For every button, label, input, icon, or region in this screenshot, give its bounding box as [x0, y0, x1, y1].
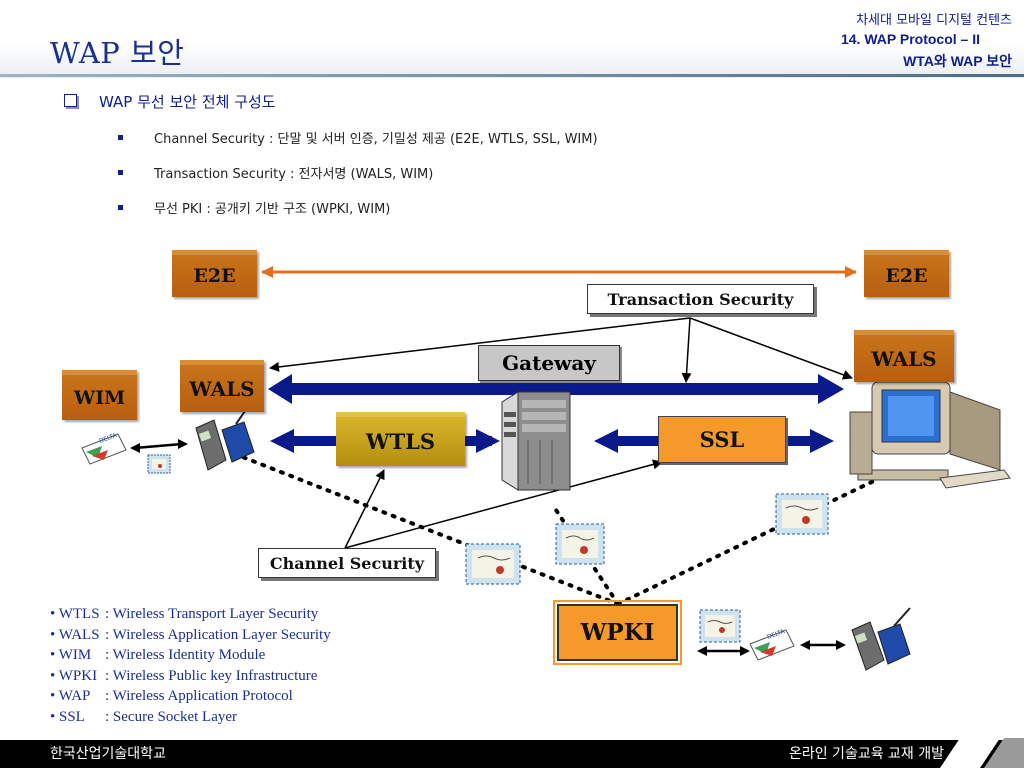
legend-item-ssl: • SSL: Secure Socket Layer: [50, 708, 238, 725]
header-band: [0, 0, 1024, 78]
wpki-box: WPKI: [553, 600, 682, 665]
square-bullet-icon: [118, 135, 123, 140]
transaction-line-right: [689, 317, 853, 380]
legend-item-wtls: • WTLS: Wireless Transport Layer Securit…: [50, 606, 319, 622]
smart-card-icon: DELTA: [749, 628, 795, 661]
wals-box-right: WALS: [854, 330, 954, 382]
certificate-icon: [465, 543, 521, 585]
e2e-box-left: E2E: [172, 250, 257, 297]
channel-security-label: Channel Security: [258, 548, 436, 578]
wim-box: WIM: [62, 370, 137, 420]
legend-item-wap: • WAP: Wireless Application Protocol: [50, 688, 293, 704]
wals-box-left: WALS: [180, 360, 264, 412]
certificate-icon: [555, 523, 605, 565]
desktop-computer-icon: [849, 381, 1011, 489]
certificate-icon: [147, 454, 171, 474]
legend-item-wim: • WIM: Wireless Identity Module: [50, 647, 266, 663]
transaction-line-left: [269, 317, 691, 372]
smart-card-icon: DELTA: [81, 432, 127, 465]
certificate-icon: [775, 493, 829, 535]
wals-double-arrow: [268, 374, 844, 404]
footer-stripe-decoration: [940, 738, 1024, 768]
footer-bar: [0, 740, 1024, 768]
main-bullet-text: WAP 무선 보안 전체 구성도: [99, 93, 276, 111]
page-title: WAP 보안: [50, 36, 185, 70]
header-chapter: 14. WAP Protocol – II: [840, 31, 980, 47]
e2e-box-right: E2E: [864, 250, 949, 297]
legend-item-wpki: • WPKI: Wireless Public key Infrastructu…: [50, 667, 318, 684]
mobile-phone-icon: [195, 403, 255, 471]
channel-line-ssl: [344, 459, 663, 549]
footer-course-note: 온라인 기술교육 교재 개발: [788, 746, 944, 762]
checkbox-bullet-icon: [64, 94, 77, 107]
mobile-phone-icon: [851, 607, 911, 671]
transaction-security-label: Transaction Security: [587, 284, 814, 314]
sub-bullet-transaction-security: Transaction Security : 전자서명 (WALS, WIM): [154, 167, 434, 182]
legend-item-wals: • WALS: Wireless Application Layer Secur…: [50, 626, 331, 643]
certificate-icon: [699, 609, 741, 643]
sub-bullet-channel-security: Channel Security : 단말 및 서버 인증, 기밀성 제공 (E…: [154, 132, 598, 147]
transaction-line-center: [681, 317, 692, 383]
header-course-title: 차세대 모바일 디지털 컨텐츠: [856, 13, 1012, 28]
sub-bullet-wireless-pki: 무선 PKI : 공개키 기반 구조 (WPKI, WIM): [154, 202, 391, 217]
wtls-box: WTLS: [336, 412, 465, 466]
abbreviation-legend: • WTLS: Wireless Transport Layer Securit…: [50, 604, 331, 727]
wpki-card-arrow-1: [697, 646, 750, 656]
square-bullet-icon: [118, 205, 123, 210]
wim-card-arrow: [130, 439, 188, 453]
footer-university: 한국산업기술대학교: [50, 746, 166, 762]
header-divider: [0, 74, 1024, 77]
security-diagram: DELTA DELTA: [81, 266, 1011, 671]
header-section: WTA와 WAP 보안: [903, 53, 1012, 69]
channel-line-wtls: [344, 469, 385, 549]
wpki-card-arrow-2: [800, 640, 846, 650]
square-bullet-icon: [118, 170, 123, 175]
ssl-box: SSL: [658, 416, 786, 463]
gateway-box: Gateway: [478, 345, 620, 381]
server-icon: [501, 391, 571, 491]
